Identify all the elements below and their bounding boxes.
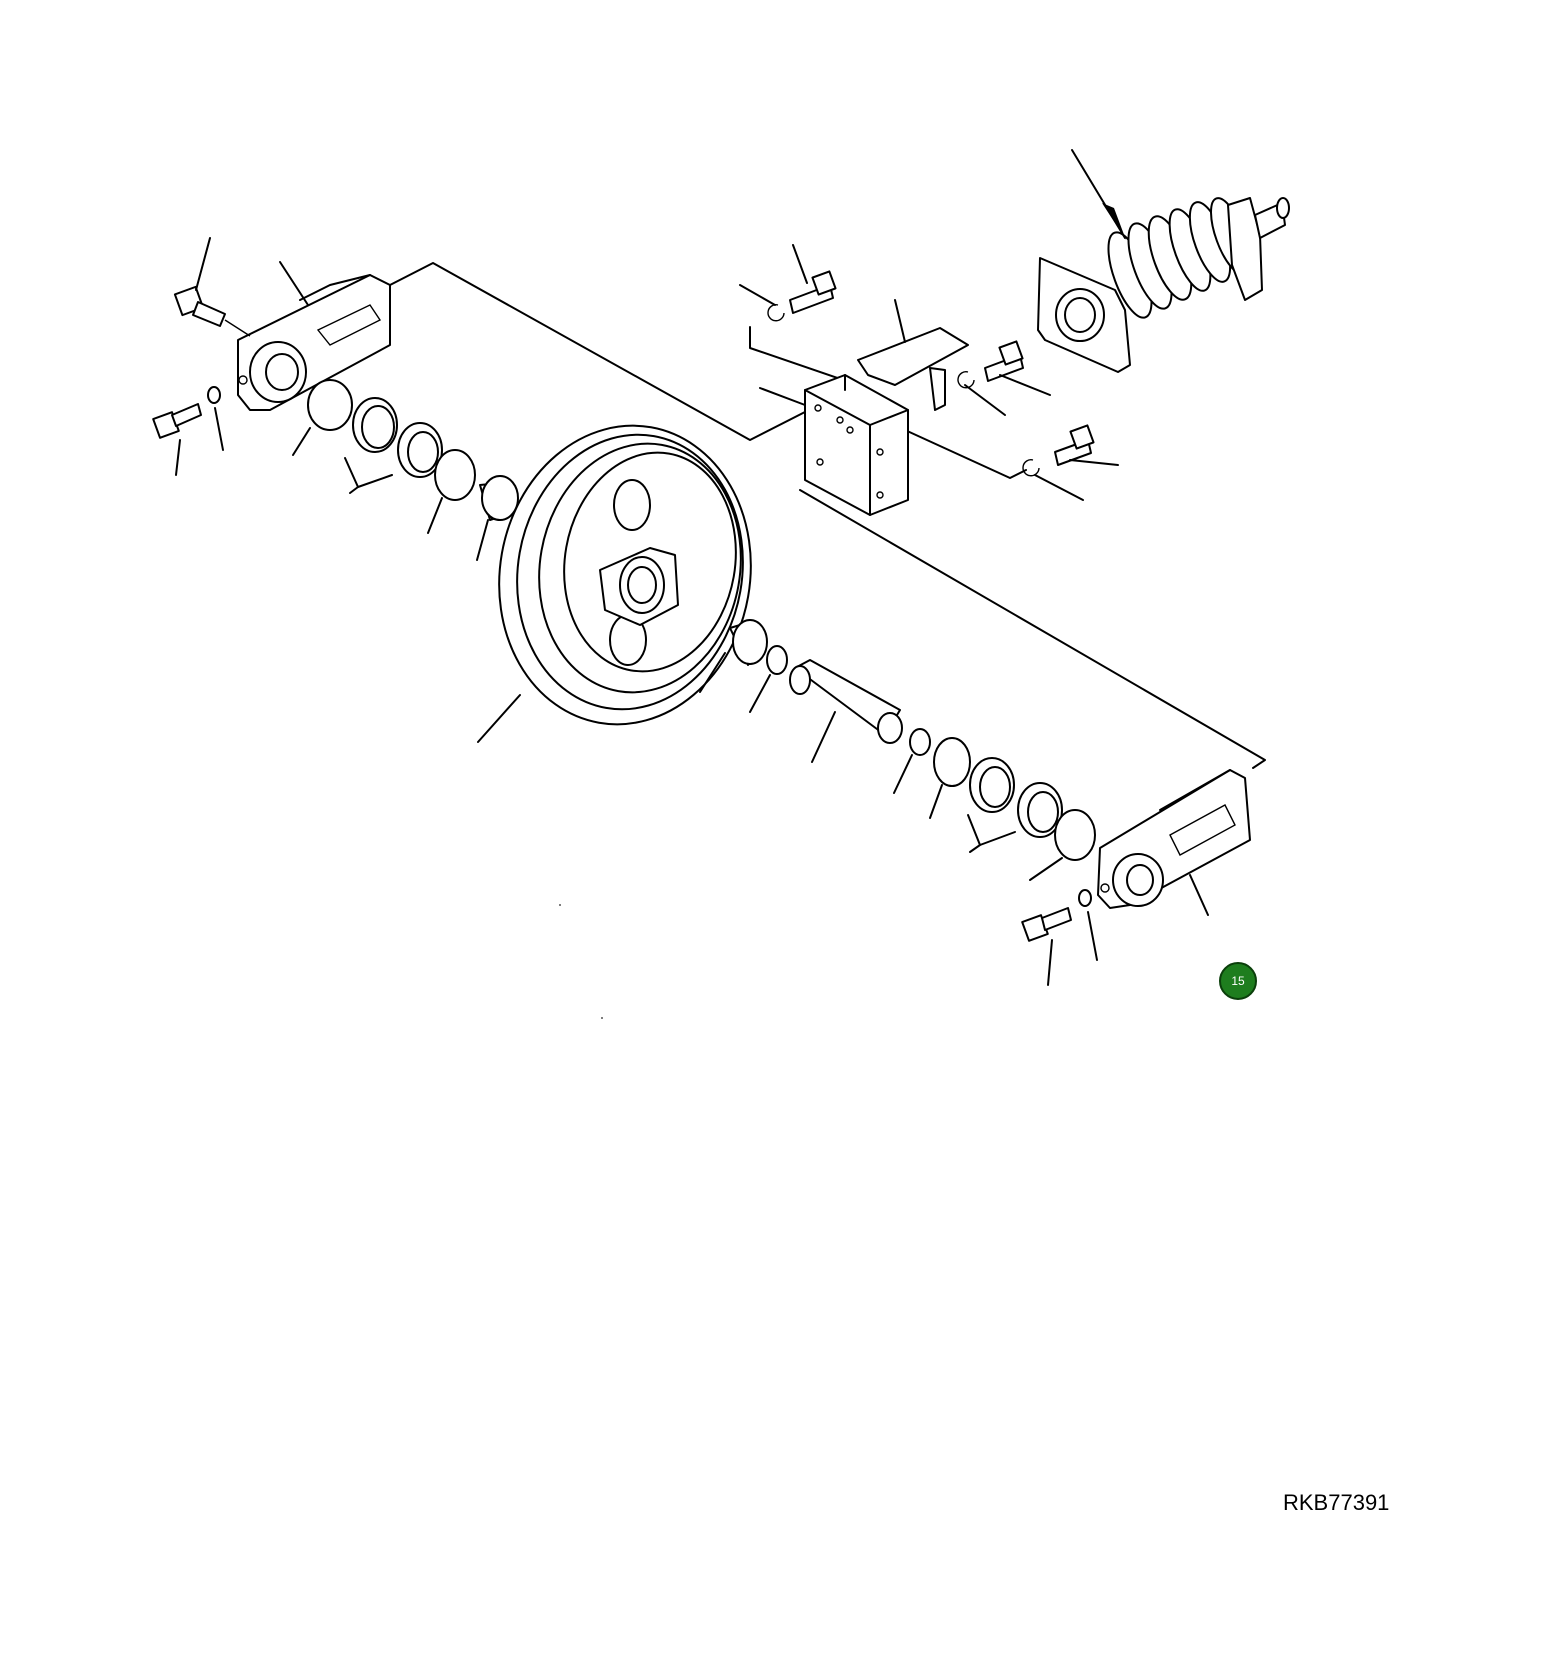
stray-dot — [559, 904, 561, 906]
center-bolts — [739, 244, 1119, 501]
stray-dot — [601, 1017, 603, 1019]
lower-right-support — [1097, 769, 1251, 916]
callout-marker-icon[interactable]: 15 — [1219, 962, 1257, 1000]
callout-marker-label: 15 — [1231, 974, 1245, 988]
left-seal-set — [292, 379, 521, 561]
upper-left-support — [237, 261, 391, 411]
guide-block — [759, 374, 909, 516]
idler-wheel — [477, 424, 752, 743]
drawing-number: RKB77391 — [1283, 1490, 1390, 1515]
right-shaft-set — [699, 619, 1096, 881]
guard-plate — [857, 299, 969, 411]
upper-left-bolts — [152, 237, 251, 476]
recoil-spring-assembly — [1037, 149, 1290, 373]
lower-right-bolts — [1021, 889, 1098, 986]
